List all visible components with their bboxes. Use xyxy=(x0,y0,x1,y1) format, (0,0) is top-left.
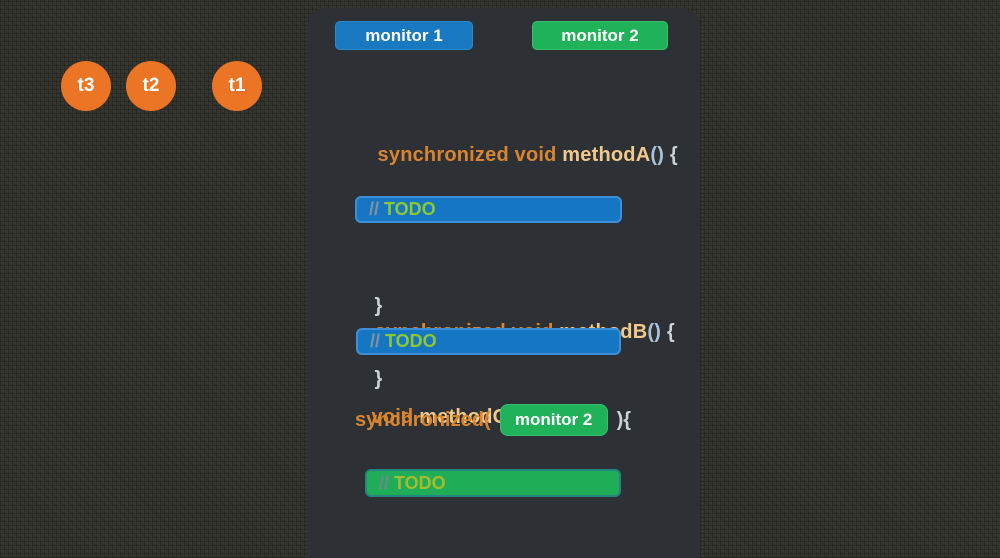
todo-label: TODO xyxy=(394,472,446,493)
todo-bar-methodC-green: // TODO xyxy=(365,469,621,497)
close-brace-methodB: } xyxy=(374,368,383,390)
todo-label: TODO xyxy=(385,331,437,351)
close-paren-open-brace: ){ xyxy=(616,408,632,431)
open-brace: { xyxy=(664,144,678,166)
code-line-methodA: synchronized void methodA() { xyxy=(343,121,678,190)
open-brace: { xyxy=(661,321,675,343)
monitor-1-button[interactable]: monitor 1 xyxy=(335,21,473,50)
todo-bar-methodB-blue: // TODO xyxy=(356,328,621,355)
sync-keyword: synchronized( xyxy=(355,408,491,431)
thread-circle-t1: t1 xyxy=(212,61,262,111)
thread-circle-t3: t3 xyxy=(61,61,111,111)
thread-circle-t2: t2 xyxy=(126,61,176,111)
thread-label: t1 xyxy=(228,75,246,96)
class-panel: monitor 1 monitor 2 synchronized void me… xyxy=(308,8,700,558)
monitor-2-inline-button[interactable]: monitor 2 xyxy=(499,404,608,436)
close-brace-methodA: } xyxy=(374,295,383,317)
code-line-synchronized-block: synchronized( monitor 2 ){ xyxy=(355,403,631,437)
comment-slashes: // xyxy=(370,331,386,351)
todo-bar-methodA-blue: // TODO xyxy=(355,196,622,223)
todo-label: TODO xyxy=(384,199,436,219)
keyword-text: synchronized void xyxy=(377,144,563,166)
closing-braces: }} xyxy=(337,531,392,558)
thread-label: t2 xyxy=(142,75,160,96)
monitor-2-button[interactable]: monitor 2 xyxy=(532,21,668,50)
method-name: methodC xyxy=(419,406,508,428)
keyword-text: void xyxy=(371,406,420,428)
comment-slashes: // xyxy=(379,472,395,493)
paren-text: () xyxy=(650,144,665,166)
method-name: methodA xyxy=(562,144,651,166)
comment-slashes: // xyxy=(369,199,385,219)
thread-label: t3 xyxy=(77,75,95,96)
paren-text: () xyxy=(647,321,662,343)
